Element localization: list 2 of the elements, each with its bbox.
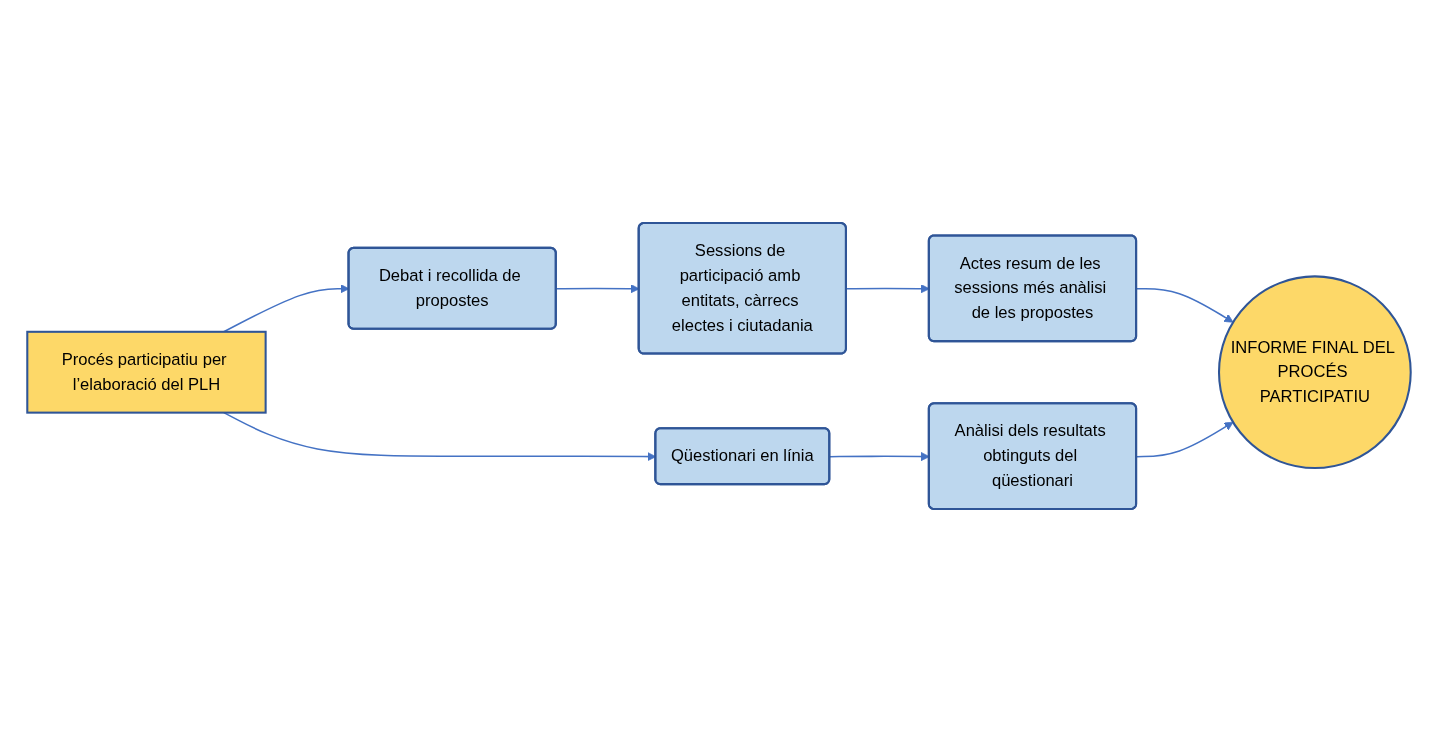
node-circle: INFORME FINAL DEL PROCÉS PARTICIPATIU: [1217, 274, 1412, 469]
node-box: Procés participatiu per l’elaboració del PLH: [26, 330, 267, 414]
